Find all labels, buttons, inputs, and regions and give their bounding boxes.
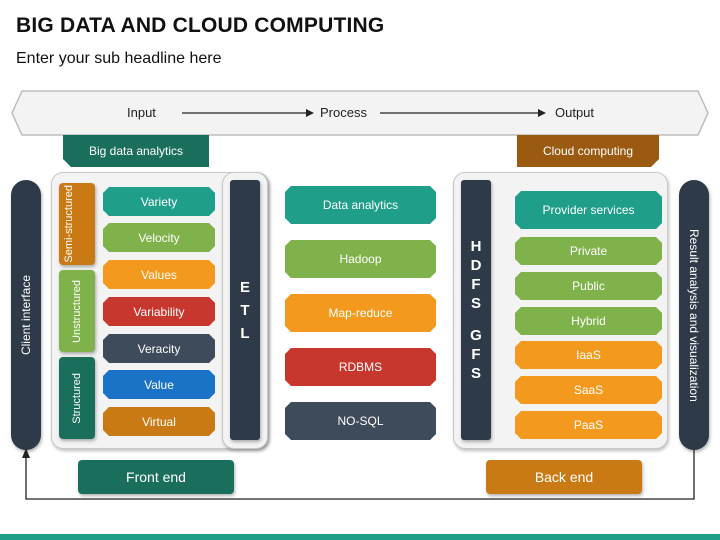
data-type-label: Variety (140, 194, 178, 209)
process-label: RDBMS (338, 360, 383, 374)
cloud-label: Public (572, 279, 605, 293)
group-structured-label: Structured (71, 372, 83, 424)
cloud-item: PaaS (515, 411, 662, 439)
group-semi-structured: Semi-structured (59, 183, 95, 265)
hdfs-gfs-bar: H D F S G F S (461, 180, 491, 440)
hdfs-letter: D (470, 257, 482, 274)
cloud-item: Private (515, 237, 662, 265)
group-semi-structured-label: Semi-structured (63, 185, 75, 263)
data-type-item: Value (103, 370, 215, 399)
page-subtitle: Enter your sub headline here (16, 50, 222, 67)
hdfs-letter: F (471, 276, 481, 293)
feedback-connector (22, 448, 695, 500)
data-type-item: Values (103, 260, 215, 289)
process-label: Data analytics (322, 198, 399, 212)
data-type-label: Velocity (138, 230, 180, 245)
process-item: Map-reduce (285, 294, 436, 332)
result-analysis-pill: Result analysis and visualization (679, 180, 709, 450)
cloud-label: Provider services (542, 203, 635, 217)
group-structured: Structured (59, 357, 95, 439)
footer-stripe (0, 534, 720, 540)
front-end-box: Front end (78, 460, 234, 494)
result-analysis-label: Result analysis and visualization (687, 228, 701, 402)
page-title: BIG DATA AND CLOUD COMPUTING (16, 14, 385, 37)
data-type-item: Virtual (103, 407, 215, 436)
data-type-item: Veracity (103, 334, 215, 363)
back-end-box: Back end (486, 460, 642, 494)
data-type-item: Variability (103, 297, 215, 326)
hdfs-letter: H (470, 238, 482, 255)
gfs-letter: F (471, 346, 481, 363)
cloud-item: Hybrid (515, 307, 662, 335)
process-label: NO-SQL (337, 414, 384, 428)
data-type-label: Veracity (137, 341, 181, 356)
cloud-computing-tag: Cloud computing (517, 135, 659, 167)
group-unstructured: Unstructured (59, 270, 95, 352)
process-item: Data analytics (285, 186, 436, 224)
big-data-analytics-tag: Big data analytics (63, 135, 209, 167)
flow-process-label: Process (320, 105, 367, 120)
etl-letter: L (240, 324, 250, 342)
etl-letter: E (239, 278, 250, 296)
process-label: Hadoop (339, 252, 382, 266)
flow-output-label: Output (555, 105, 595, 120)
cloud-label: PaaS (573, 418, 604, 432)
process-item: Hadoop (285, 240, 436, 278)
flow-arrow-2-head (538, 109, 546, 117)
data-type-label: Value (144, 377, 174, 392)
cloud-item: Provider services (515, 191, 662, 229)
flow-input-label: Input (127, 105, 156, 120)
cloud-item: Public (515, 272, 662, 300)
data-type-label: Values (141, 267, 177, 282)
process-label: Map-reduce (328, 306, 393, 320)
cloud-label: IaaS (576, 348, 601, 362)
process-item: RDBMS (285, 348, 436, 386)
flow-arrow-1-head (306, 109, 314, 117)
data-type-item: Variety (103, 187, 215, 216)
hdfs-letter: S (470, 295, 481, 312)
flow-banner (11, 90, 709, 136)
etl-letter: T (240, 301, 250, 319)
client-interface-label: Client interface (19, 274, 33, 356)
cloud-label: Private (569, 244, 608, 258)
cloud-label: Hybrid (571, 314, 606, 328)
gfs-letter: G (470, 327, 482, 344)
cloud-item: SaaS (515, 376, 662, 404)
data-type-label: Virtual (142, 414, 176, 429)
process-item: NO-SQL (285, 402, 436, 440)
etl-bar: E T L (230, 180, 260, 440)
client-interface-pill: Client interface (11, 180, 41, 450)
group-unstructured-label: Unstructured (71, 279, 83, 343)
cloud-label: SaaS (573, 383, 604, 397)
data-type-item: Velocity (103, 223, 215, 252)
gfs-letter: S (470, 365, 481, 382)
data-type-label: Variability (133, 304, 185, 319)
cloud-item: IaaS (515, 341, 662, 369)
